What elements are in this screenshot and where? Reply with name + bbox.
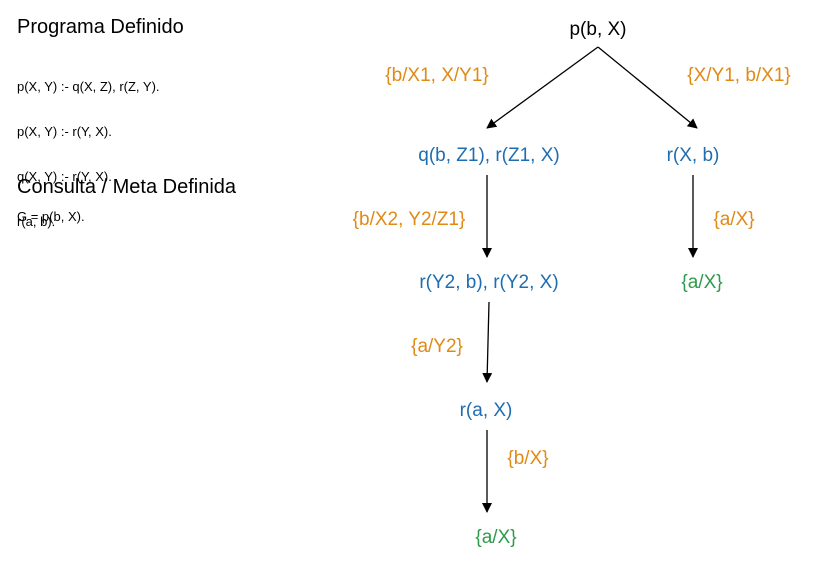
label-root-right: {X/Y1, b/X1}: [687, 65, 791, 86]
query-title: Consulta / Meta Definida: [17, 176, 237, 198]
node-left2: r(Y2, b), r(Y2, X): [419, 272, 558, 293]
edge-root-right: [597, 46, 698, 129]
edge-left2-left3: [482, 301, 493, 383]
label-right1-right2: {a/X}: [713, 209, 754, 230]
node-root: p(b, X): [569, 19, 626, 40]
program-title: Programa Definido: [17, 16, 184, 38]
clause-4: r(a, b).: [17, 214, 56, 229]
query-goal: G = p(b, X).: [17, 209, 85, 224]
node-left3: r(a, X): [460, 400, 513, 421]
node-right1: r(X, b): [667, 145, 720, 166]
label-left3-left4: {b/X}: [507, 448, 548, 469]
clause-1: p(X, Y) :- q(X, Z), r(Z, Y).: [17, 79, 160, 94]
label-left2-left3: {a/Y2}: [411, 336, 463, 357]
program-clauses: p(X, Y) :- q(X, Z), r(Z, Y). p(X, Y) :- …: [17, 49, 160, 244]
node-left4-answer: {a/X}: [475, 527, 516, 548]
label-left1-left2: {b/X2, Y2/Z1}: [353, 209, 466, 230]
label-root-left: {b/X1, X/Y1}: [385, 65, 489, 86]
node-right2-answer: {a/X}: [681, 272, 722, 293]
clause-2: p(X, Y) :- r(Y, X).: [17, 124, 112, 139]
edge-root-left: [486, 46, 599, 129]
node-left1: q(b, Z1), r(Z1, X): [418, 145, 559, 166]
clause-3: q(X, Y) :- r(Y, X).: [17, 169, 112, 184]
